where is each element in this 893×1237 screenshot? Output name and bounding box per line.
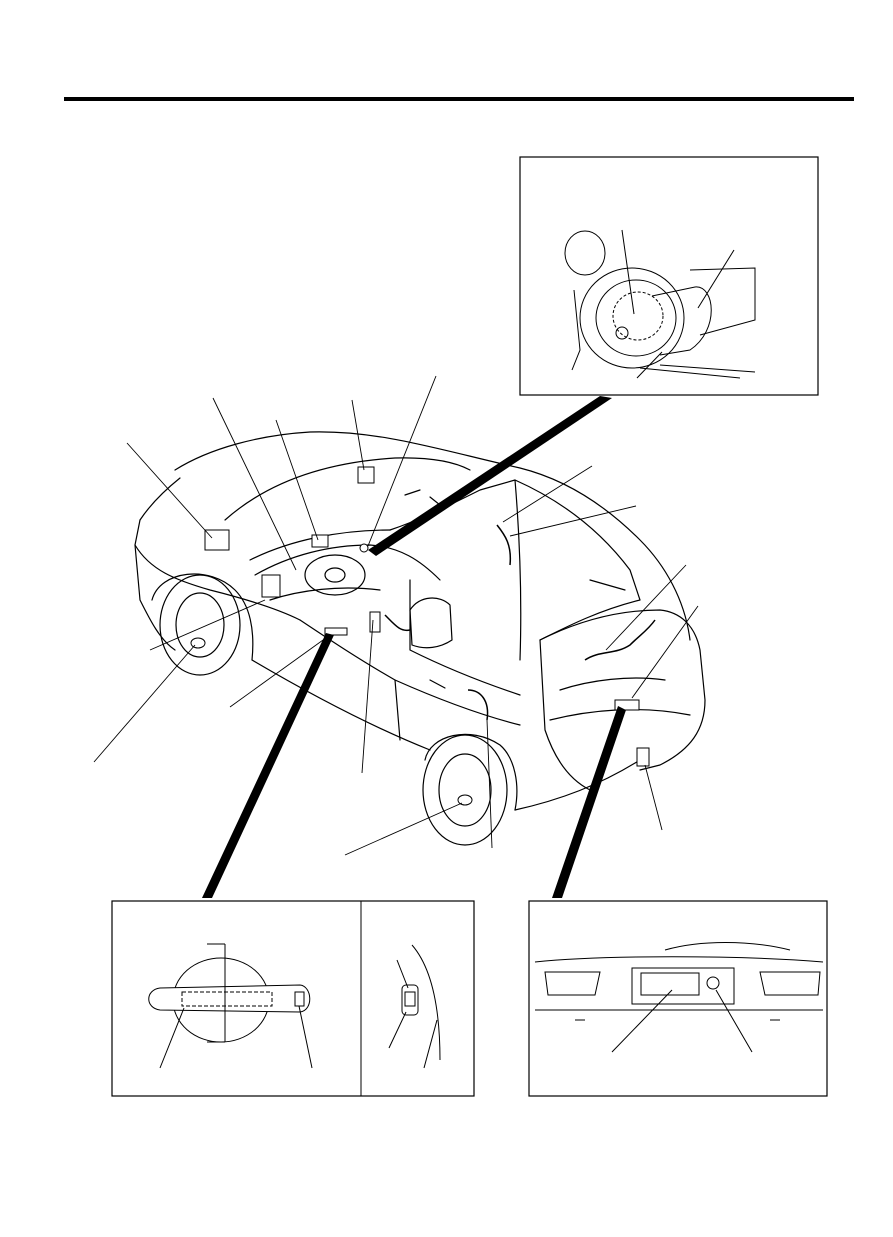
header-rule: [64, 97, 854, 101]
wheel-sensor-rear: [457, 794, 473, 806]
relay-module-left: [204, 529, 230, 551]
steering-wheel-connector: [359, 543, 369, 553]
steering-column-switch: [311, 534, 329, 548]
inset-pointers: [202, 396, 626, 898]
inset-steering-switch: [519, 156, 819, 396]
interior-antenna-harness: [496, 524, 512, 566]
inset-tailgate-switch: [528, 900, 828, 1097]
rear-harness: [584, 619, 656, 661]
tailgate-handle-switch: [614, 699, 640, 711]
wheel-sensor-front-left: [190, 637, 206, 649]
vehicle-outline: [134, 431, 706, 846]
floor-wire: [467, 689, 489, 721]
rear-bumper-sensor: [636, 747, 650, 767]
dash-wire: [384, 614, 411, 632]
front-door-handle-antenna: [324, 627, 348, 636]
floor-harness: [369, 611, 381, 633]
inset-door-handle: [111, 900, 475, 1097]
leader-lines: [93, 375, 699, 856]
control-unit-dash: [261, 574, 281, 598]
rear-view-mirror-unit: [357, 466, 375, 484]
